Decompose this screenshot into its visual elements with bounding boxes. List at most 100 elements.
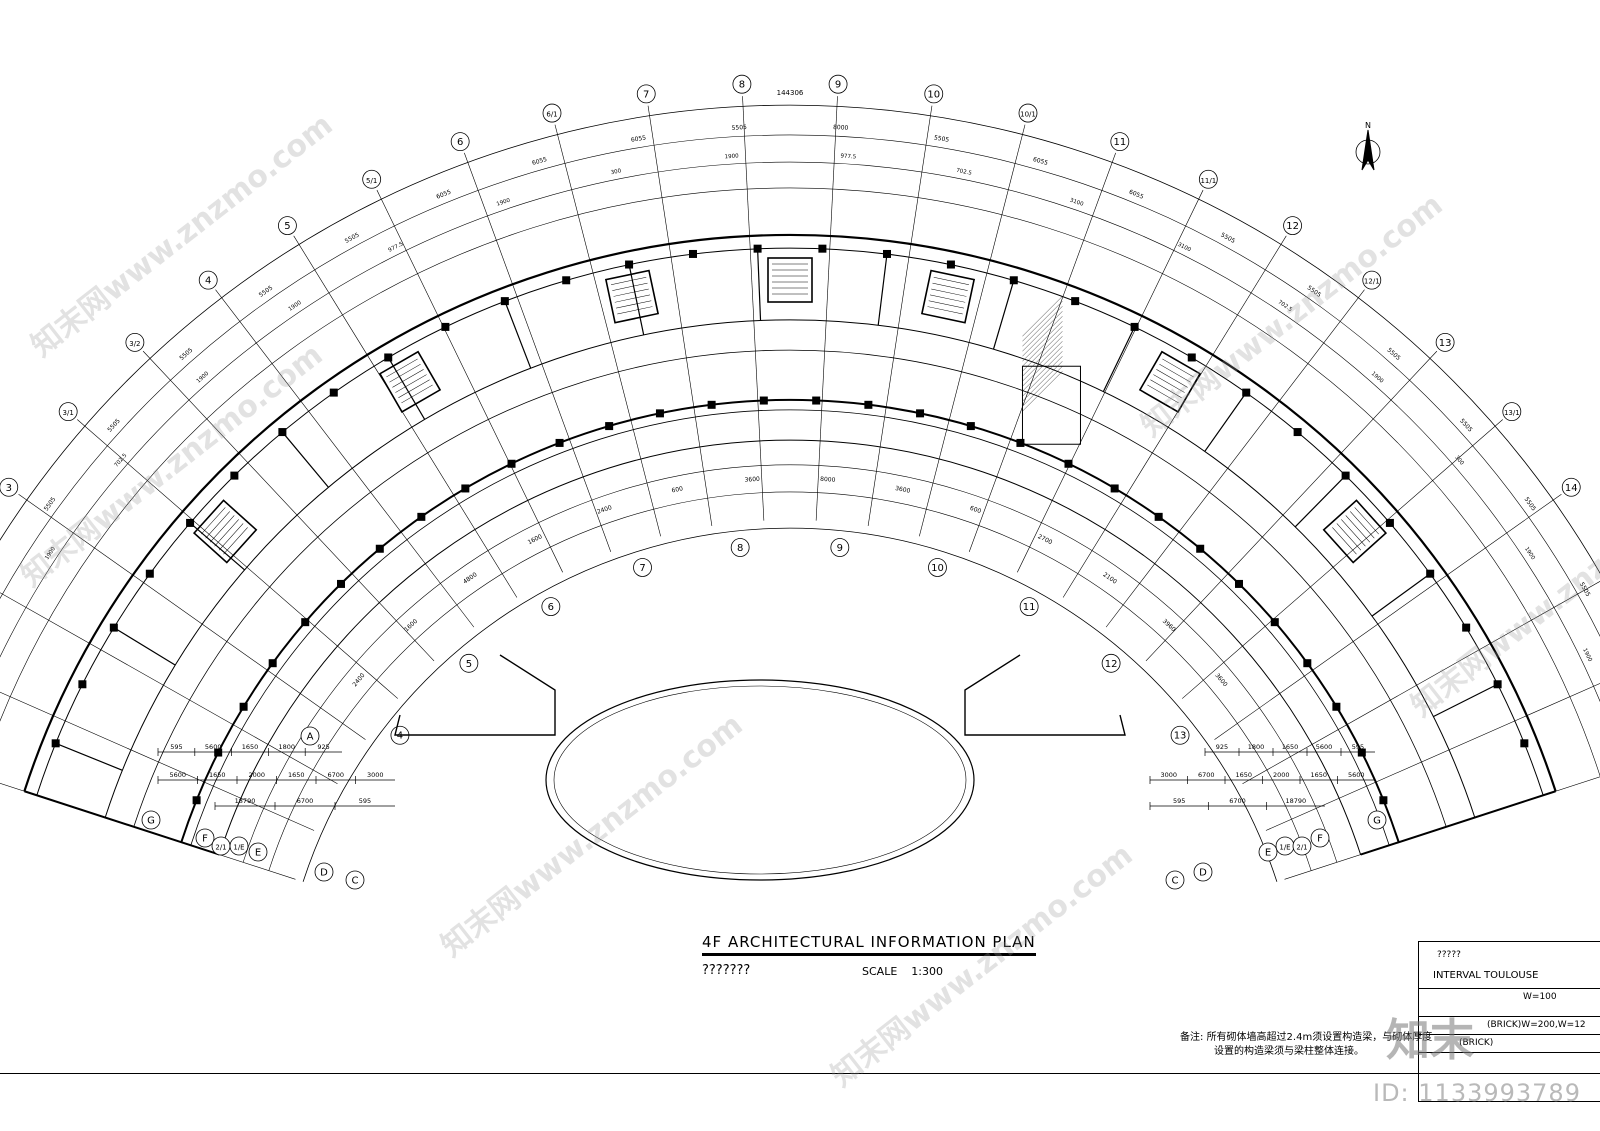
stair-tread (389, 363, 421, 383)
partition-wall (877, 253, 888, 326)
right-dim-row3-label: 595 (1173, 797, 1185, 805)
inner-axis-label: 6 (548, 602, 554, 613)
axis-label: 10/1 (1020, 111, 1036, 119)
grid-line (0, 691, 315, 831)
north-arrow-head (1361, 129, 1375, 171)
stair-tread (398, 379, 430, 398)
structural-column (461, 484, 470, 493)
stair-tread (1350, 511, 1375, 539)
right-axis-bubble-label: G (1373, 816, 1381, 827)
structural-column (441, 322, 450, 331)
grid-line (742, 96, 765, 521)
structural-column (1064, 459, 1073, 468)
axis-label: 9 (835, 80, 841, 91)
axis-label: 5/1 (366, 177, 377, 185)
grid-line (1105, 289, 1365, 628)
mid-dimension: 300 (610, 168, 622, 176)
structural-column (417, 512, 426, 521)
hatch-line (1022, 301, 1063, 342)
left-axis-bubble (195, 828, 215, 848)
outer-dimension: 5505 (1219, 232, 1236, 246)
inner-axis-label: 11 (1023, 602, 1036, 613)
right-dim-row2-label: 1650 (1310, 771, 1327, 779)
mid-dimension: 1900 (1581, 648, 1593, 664)
left-axis-bubble-label: 2/1 (215, 844, 226, 852)
lift-core (920, 269, 976, 324)
structural-column (916, 409, 925, 418)
inner-dimension: 2700 (1036, 533, 1053, 546)
scale-value: 1:300 (911, 965, 943, 978)
axis-label: 13 (1439, 338, 1452, 349)
stair-tread (1156, 369, 1188, 388)
left-axis-bubble-label: G (147, 816, 155, 827)
grid-line (867, 105, 933, 526)
stair-tread (1150, 379, 1182, 398)
structural-column (1016, 438, 1025, 447)
axis-bubble (1283, 216, 1302, 235)
partition-wall (628, 264, 645, 336)
axis-bubble (732, 74, 752, 94)
inner-axis-label: 9 (837, 543, 843, 554)
hatched-area (1021, 365, 1081, 445)
structural-column (882, 249, 891, 258)
right-dim-row2-label: 1650 (1235, 771, 1252, 779)
structural-column (1110, 484, 1119, 493)
inner-axis-label: 12 (1105, 659, 1118, 670)
stair-tread (214, 519, 239, 547)
outer-dimension: 6055 (531, 156, 548, 167)
ring-arc (180, 398, 1400, 843)
right-dim-row2-label: 5600 (1348, 771, 1365, 779)
inner-dimension: 3600 (1213, 672, 1228, 688)
courtyard-ellipse-inner (553, 685, 967, 875)
plan-subtitle: ??????? (702, 963, 751, 978)
structural-column (1303, 659, 1312, 668)
left-dim-row3-label: 18790 (235, 797, 256, 805)
partition-wall (1294, 475, 1347, 528)
mid-dimension: 1900 (725, 153, 740, 160)
stair-tread (1332, 527, 1357, 555)
inner-dimension: 3600 (894, 485, 911, 495)
outer-dimension: 5505 (258, 284, 275, 299)
left-axis-bubble (300, 726, 320, 746)
structural-column (1385, 518, 1394, 527)
hatch-line (1022, 321, 1063, 362)
mid-dimension: 977.5 (387, 241, 404, 254)
axis-bubble (1435, 332, 1455, 352)
left-entrance-wing (394, 654, 556, 736)
stair-core (1322, 499, 1388, 564)
structural-column (375, 544, 384, 553)
inner-axis-bubble (633, 558, 652, 577)
stair-tread (205, 511, 230, 539)
stair-tread (209, 515, 235, 543)
title-block-divider (1419, 1016, 1600, 1017)
grid-line (919, 124, 1026, 537)
hatch-line (1022, 361, 1063, 402)
inner-dimension: 600 (671, 485, 684, 494)
structural-column (1332, 702, 1341, 711)
stair-tread (1162, 358, 1194, 378)
title-block-divider (1419, 988, 1600, 989)
left-dim-row1-label: 1800 (279, 743, 296, 751)
left-axis-bubble (141, 810, 161, 830)
grid-line (647, 105, 713, 526)
axis-label: 5 (284, 221, 290, 232)
right-dim-row1-label: 1800 (1248, 743, 1265, 751)
right-axis-bubble (1165, 870, 1185, 890)
grid-line (215, 289, 475, 628)
left-dim-row1-label: 1650 (242, 743, 259, 751)
room-blocks (51, 244, 1529, 805)
axis-bubble (1198, 169, 1218, 189)
right-dim-row1-label: 5600 (1316, 743, 1333, 751)
left-axis-bubble-label: F (202, 834, 208, 845)
right-dim-row3-label: 6700 (1229, 797, 1246, 805)
partition-wall (992, 280, 1015, 350)
inner-axis-bubble (830, 538, 850, 557)
left-axis-bubble (345, 870, 365, 890)
axis-label: 3 (6, 483, 12, 494)
grid-line (1182, 419, 1503, 699)
hatch-line (1022, 366, 1063, 407)
axis-bubble (198, 270, 218, 290)
left-dim-row2-label: 1650 (288, 771, 305, 779)
hatch-line (1022, 316, 1063, 357)
